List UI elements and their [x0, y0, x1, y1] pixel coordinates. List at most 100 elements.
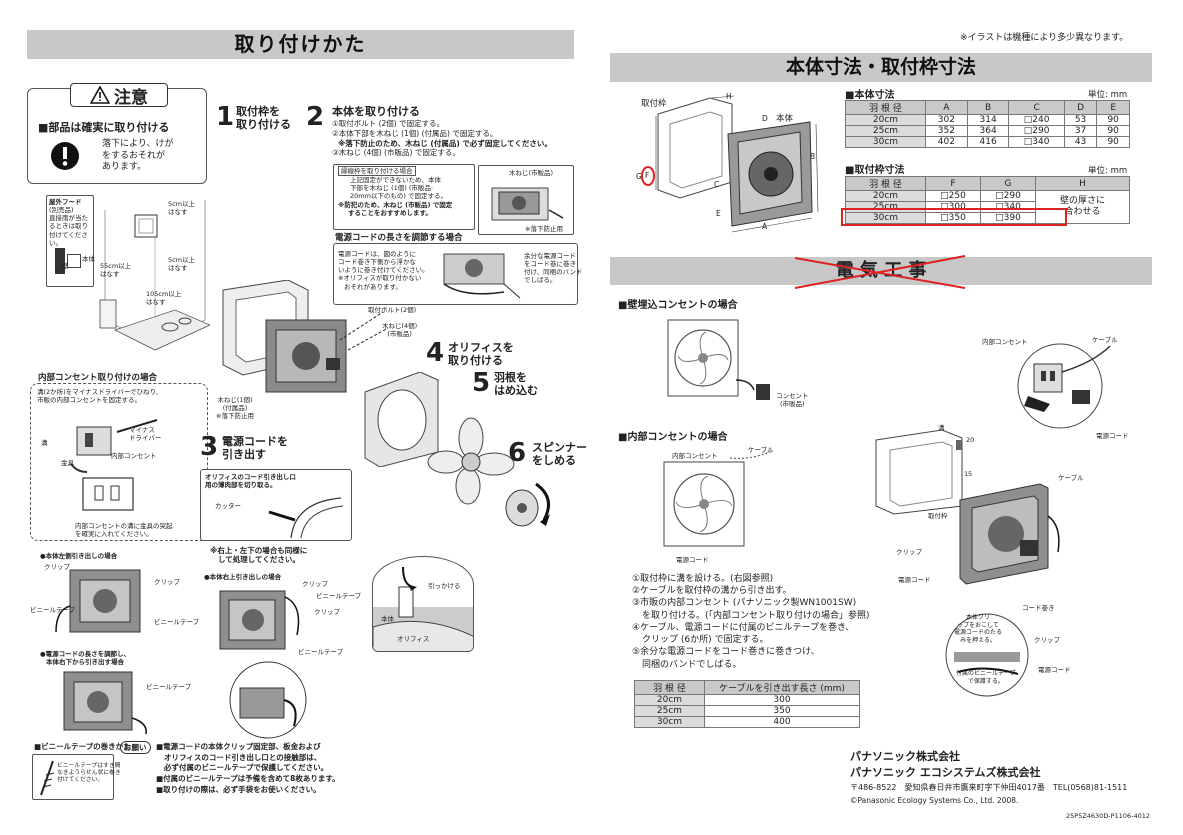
diagram-cord-3: 電源コード — [1038, 666, 1071, 674]
step-6-title: スピンナー をしめる — [532, 441, 587, 467]
dimension-illustration — [655, 95, 819, 233]
internal-cable-label: ケーブル — [748, 446, 774, 454]
row-30cm-highlight — [841, 208, 1067, 226]
inner-outlet-title: 内部コンセント取り付けの場合 — [38, 373, 158, 383]
diagram-cord: 電源コード — [1096, 432, 1129, 440]
section-banner-dimensions: 本体寸法・取付枠寸法 — [610, 53, 1152, 82]
dim-105cm: 105cm以上はなす — [146, 290, 182, 307]
spinner-illustration — [505, 482, 550, 527]
step-5-number: 5 — [472, 368, 491, 398]
internal-cord-label: 電源コード — [676, 556, 709, 564]
request-lines: ■電源コードの本体クリップ固定部、板金および オリフィスのコード引き出し口との接… — [156, 742, 340, 794]
caution-box: 注意 ■部品は確実に取り付ける 落下により、けが をするおそれが あります。 — [27, 83, 207, 184]
step-1-number: 1 — [216, 102, 235, 132]
frame-groove-illustration — [875, 429, 963, 515]
internal-outlet-title: ■内部コンセントの場合 — [618, 432, 728, 443]
left-pull-title: ●本体左側引き出しの場合 — [40, 552, 118, 560]
step-1-title: 取付枠を 取り付ける — [236, 105, 291, 131]
cord-length-box: 電源コードは、図のように コード巻き下側から浮かな いように巻き付けてください。… — [333, 243, 583, 305]
internal-outlet-illustration — [663, 451, 771, 547]
diagram-cable: ケーブル — [1092, 336, 1118, 344]
wall-label: 壁 — [62, 262, 69, 270]
bolt-label: 取付ボルト(2個) — [368, 306, 417, 314]
dim-G: G — [636, 172, 642, 181]
step-6-number: 6 — [508, 438, 527, 468]
table-row: 20cm□250□290 壁の厚さに合わせる — [845, 190, 1130, 224]
caution-header: 注意 — [70, 83, 168, 108]
dim-55cm: 55cm以上はなす — [100, 262, 132, 279]
dim-H: H — [726, 92, 732, 101]
step-3-note: ※右上・左下の場合も同様に して処理してください。 — [210, 546, 308, 565]
mounting-frame-illustration — [222, 280, 389, 393]
left-pull-clip-1: クリップ — [44, 563, 70, 571]
diagram-cord-reel: コード巻き — [1022, 604, 1055, 612]
cord-adjust-title: ●電源コードの長さを調節し、 本体右下から引き出す場合 — [40, 650, 131, 667]
left-pull-illustration — [55, 569, 141, 633]
right-pull-tape: ビニールテープ — [316, 592, 362, 600]
cord-adjust-illustration — [63, 671, 147, 735]
dim-B: B — [810, 152, 816, 161]
step-3-title: 電源コードを 引き出す — [222, 435, 288, 461]
table-row: 25cm□300□340 — [845, 201, 1130, 213]
frame-dims-unit: 単位: mm — [1088, 166, 1128, 176]
left-pull-tape-2: ビニールテープ — [154, 618, 200, 626]
body-label: 本体 — [776, 114, 794, 124]
company-name-2: パナソニック エコシステムズ株式会社 — [850, 766, 1041, 779]
diagram-clip: クリップ — [896, 548, 922, 556]
diagram-cable-2: ケーブル — [1058, 474, 1084, 482]
document-code: 25P5Z4630D-P1106-4012 — [1066, 812, 1151, 820]
unit-wiring-illustration — [959, 483, 1060, 585]
step-2-title: 本体を取り付ける — [332, 105, 420, 118]
illustration-note: ※イラストは機種により多少異なります。 — [960, 33, 1129, 43]
wall-outlet-label: コンセント (市販品) — [776, 392, 809, 409]
prohibition-icon — [51, 142, 79, 170]
step-4-title: オリフィスを 取り付ける — [448, 341, 514, 367]
edge-frame-box: 縁線枠を取り付ける場合 上記固定ができないため、本体 下部を木ねじ (1個) (… — [333, 164, 475, 230]
screw4-label: 木ねじ(4個) (市販品) — [382, 322, 418, 339]
diagram-clip-note: 本体クリ ップをおこして 電源コードのたる みを押える。 — [954, 614, 1003, 644]
body-dims-unit: 単位: mm — [1088, 90, 1128, 100]
clip-detail-illustration — [945, 613, 1029, 697]
frame-label: 取付枠 — [641, 99, 667, 109]
left-pull-clip-2: クリップ — [154, 578, 180, 586]
dim-E: E — [716, 209, 721, 218]
company-name-1: パナソニック株式会社 — [850, 750, 960, 763]
wood-screw-inset: 木ねじ(市販品) ※落下防止用 — [478, 165, 574, 235]
warning-triangle-icon — [90, 86, 110, 104]
internal-outlet-steps: ①取付枠に溝を設ける。(右図参照) ②ケーブルを取付枠の溝から引き出す。 ③市販… — [632, 574, 870, 670]
right-pull-tape-2: ビニールテープ — [298, 648, 344, 656]
step-2-instructions: ①取付ボルト (2個) で固定する。 ②本体下部を木ねじ (1個) (付属品) … — [332, 119, 552, 158]
step-3-number: 3 — [200, 432, 219, 462]
hook-label: 引っかける — [428, 582, 461, 590]
wall-outlet-title: ■壁埋込コンセントの場合 — [618, 300, 738, 311]
dim-A: A — [762, 222, 768, 231]
frame-dims-title: ■取付枠寸法 — [845, 165, 905, 176]
tape-wrap-title: ■ビニールテープの巻きかた — [34, 742, 131, 751]
tape-wrap-box: ビニールテープはすき間 なきようらせん状に巻き 付けてください。 — [32, 754, 121, 800]
company-copyright: ©Panasonic Ecology Systems Co., Ltd. 200… — [850, 796, 1019, 805]
dim-5cm-side: 5cm以上はなす — [168, 256, 196, 273]
wall-outlet-illustration — [667, 319, 770, 400]
body-dims-title: ■本体寸法 — [845, 90, 895, 101]
caution-subtitle: ■部品は確実に取り付ける — [38, 121, 170, 134]
strike-through-mark — [794, 255, 966, 289]
dim-D: D — [762, 114, 768, 123]
outdoor-hood-note: 屋外フード (別売品) 直接雨が当た るときは取り 付けてくださ い。 — [46, 195, 94, 287]
step-4-number: 4 — [426, 338, 445, 368]
diagram-groove: 溝 — [938, 424, 945, 432]
dim-5cm-top: 5cm以上はなす — [168, 200, 196, 217]
left-pull-tape-1: ビニールテープ — [30, 606, 76, 614]
inner-outlet-box: 溝(2か所)をマイナスドライバーでひねり、 市販の内部コンセントを固定する。 溝… — [30, 383, 208, 541]
dim-F-highlight — [641, 166, 655, 186]
diagram-inner-outlet: 内部コンセント — [982, 338, 1028, 346]
hook-inset: 本体 オリフィス — [372, 556, 474, 652]
unit-label: 本体 — [82, 255, 95, 263]
frame-dims-table: 羽 根 径 F G H 20cm□250□290 壁の厚さに合わせる 25cm□… — [845, 176, 1130, 224]
cord-adjust-tape: ビニールテープ — [146, 683, 192, 691]
clip-closeup-illustration — [229, 661, 307, 739]
internal-inner-label: 内部コンセント — [672, 452, 718, 460]
